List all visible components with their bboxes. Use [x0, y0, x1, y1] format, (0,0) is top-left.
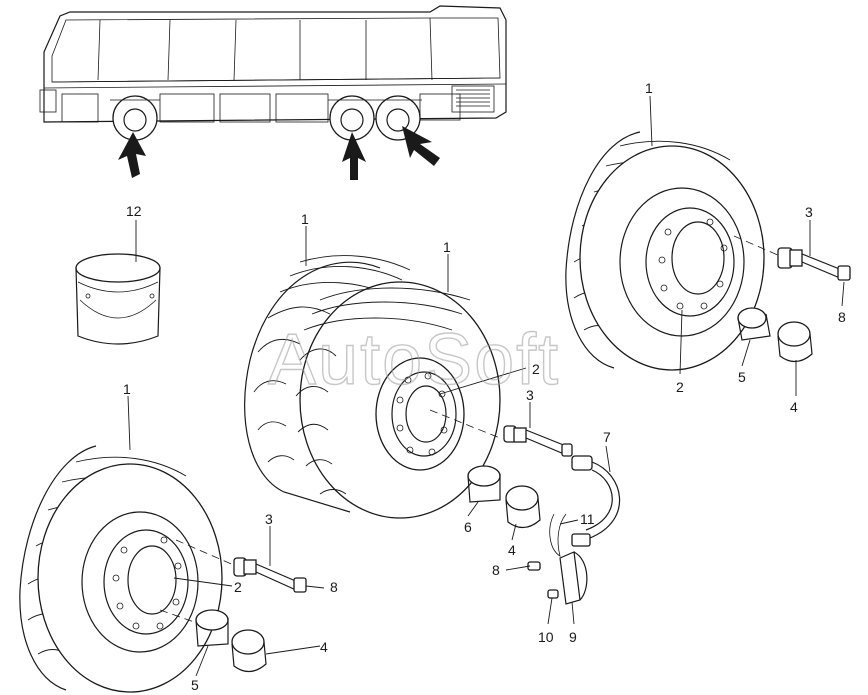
- callout-2: 2: [234, 579, 242, 595]
- callout-3: 3: [265, 511, 273, 527]
- nut-sleeve-bottom: [195, 609, 267, 673]
- watermark: AutoSoft: [268, 320, 560, 400]
- bracket-parts: [527, 513, 588, 605]
- callout-4: 4: [320, 639, 328, 655]
- nut-sleeve-center: [467, 465, 541, 529]
- callout-8: 8: [838, 309, 846, 325]
- callout-2: 2: [676, 379, 684, 395]
- nut-sleeve-top: [737, 307, 813, 363]
- arrow-tag-wheel: [402, 126, 440, 166]
- callout-2: 2: [532, 361, 540, 377]
- single-wheel-top-right: [565, 131, 781, 371]
- callout-7: 7: [603, 429, 611, 445]
- callout-12: 12: [126, 203, 142, 219]
- callout-4: 4: [790, 399, 798, 415]
- callout-5: 5: [191, 677, 199, 693]
- arrow-front-wheel: [118, 132, 146, 178]
- valve-hose: [571, 455, 621, 547]
- callout-1: 1: [645, 80, 653, 96]
- callout-11: 11: [580, 511, 595, 527]
- callout-8: 8: [492, 562, 500, 578]
- callout-1: 1: [301, 211, 309, 227]
- callout-labels: 1 1 1 1 2 2 2 3 3 3 4 4 4 5 5 6 7 8 8 8 …: [123, 80, 846, 693]
- callout-10: 10: [538, 629, 554, 645]
- leader-lines: [127, 95, 845, 677]
- callout-1: 1: [123, 381, 131, 397]
- callout-4: 4: [508, 542, 516, 558]
- valve-extension-bottom: [233, 557, 307, 593]
- single-wheel-bottom-left: [19, 445, 237, 693]
- callout-6: 6: [464, 519, 472, 535]
- valve-extension-top: [777, 247, 851, 281]
- valve-extension-center: [503, 425, 573, 457]
- arrow-drive-wheel: [342, 132, 366, 180]
- bus-illustration: [39, 5, 507, 141]
- callout-9: 9: [569, 629, 577, 645]
- bucket-part-12: [75, 253, 161, 345]
- callout-3: 3: [526, 387, 534, 403]
- callout-3: 3: [805, 204, 813, 220]
- callout-1: 1: [443, 239, 451, 255]
- callout-8: 8: [330, 579, 338, 595]
- dual-wheel-assembly: [244, 255, 501, 519]
- callout-5: 5: [738, 369, 746, 385]
